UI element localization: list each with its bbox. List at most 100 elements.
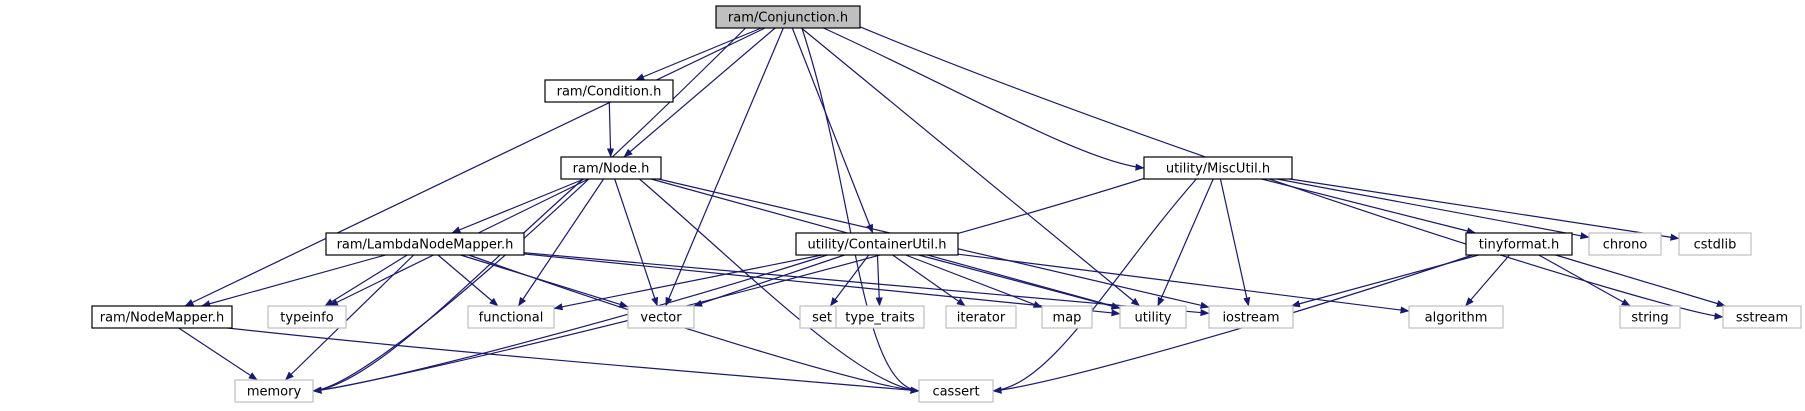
node-label-string: string (1631, 311, 1668, 326)
edge-node-to-vector (614, 178, 659, 307)
node-box-cstdlib (1678, 232, 1752, 256)
node-nm[interactable]: ram/NodeMapper.h (91, 305, 233, 329)
edge-conj-to-vector (665, 27, 784, 307)
edge-lnm-to-nm (201, 254, 386, 308)
edge-lnm-to-cassert (468, 254, 920, 394)
edge-cu-to-iterator (892, 254, 966, 307)
edge-node-to-functional (517, 178, 605, 307)
edge-lnm-to-functional (437, 254, 499, 307)
node-node[interactable]: ram/Node.h (560, 156, 662, 180)
edge-misc-to-chrono (1276, 178, 1590, 240)
node-box-map (1041, 305, 1093, 329)
node-label-typeinfo: typeinfo (280, 311, 333, 326)
node-label-memory: memory (247, 385, 302, 400)
node-box-iostream (1208, 305, 1294, 329)
edge-misc-to-iostream (1219, 178, 1251, 307)
node-label-misc: utility/MiscUtil.h (1166, 162, 1270, 177)
node-label-iostream: iostream (1222, 311, 1279, 326)
node-box-string (1619, 305, 1681, 329)
edge-conj-to-node (623, 27, 776, 158)
edge-cond-to-node (606, 101, 615, 158)
edge-misc-to-utility (1157, 178, 1214, 307)
node-box-node (560, 156, 662, 180)
node-label-utility: utility (1135, 311, 1172, 326)
node-label-set: set (812, 311, 832, 326)
node-box-tiny (1465, 232, 1573, 256)
node-label-vector: vector (640, 311, 682, 326)
edge-conj-to-memory (312, 27, 747, 394)
node-cstdlib: cstdlib (1678, 232, 1752, 256)
node-label-chrono: chrono (1603, 238, 1648, 253)
edge-nm-to-memory (178, 327, 258, 381)
edge-misc-to-tiny (1261, 178, 1476, 235)
node-box-cond (544, 79, 674, 103)
node-box-chrono (1588, 232, 1662, 256)
node-map: map (1041, 305, 1093, 329)
node-label-node: ram/Node.h (573, 162, 650, 177)
node-label-functional: functional (479, 311, 544, 326)
node-label-cond: ram/Condition.h (557, 85, 662, 100)
node-box-cu (795, 232, 959, 256)
edge-conj-to-utility (801, 27, 1141, 307)
node-label-type_traits: type_traits (845, 311, 915, 326)
edge-node-to-lnm (451, 178, 585, 234)
node-utility: utility (1119, 305, 1187, 329)
node-functional: functional (467, 305, 555, 329)
node-label-cassert: cassert (932, 385, 979, 400)
node-sstream: sstream (1722, 305, 1802, 329)
edge-conj-to-nm (184, 27, 766, 307)
node-typeinfo: typeinfo (267, 305, 347, 329)
node-conj[interactable]: ram/Conjunction.h (715, 5, 861, 29)
node-label-cstdlib: cstdlib (1694, 238, 1737, 253)
node-box-conj (715, 5, 861, 29)
node-iterator: iterator (945, 305, 1017, 329)
edge-cu-to-map (905, 254, 1043, 308)
edge-cu-to-algorithm (957, 253, 1410, 314)
node-cu[interactable]: utility/ContainerUtil.h (795, 232, 959, 256)
edge-cu-to-functional (553, 254, 822, 311)
edges-layer (178, 26, 1726, 394)
node-cassert: cassert (918, 379, 994, 403)
edge-lnm-to-utility (523, 253, 1121, 317)
node-algorithm: algorithm (1408, 305, 1504, 329)
node-box-type_traits (835, 305, 925, 329)
node-string: string (1619, 305, 1681, 329)
node-box-iterator (945, 305, 1017, 329)
node-box-functional (467, 305, 555, 329)
edge-node-to-cassert (639, 178, 920, 394)
node-box-misc (1143, 156, 1293, 180)
node-label-map: map (1053, 311, 1082, 326)
edge-tiny-to-string (1538, 254, 1631, 307)
node-box-vector (627, 305, 695, 329)
edge-cu-to-type_traits (875, 254, 883, 307)
edge-lnm-to-memory (284, 254, 415, 381)
node-box-memory (234, 379, 314, 403)
node-cond[interactable]: ram/Condition.h (544, 79, 674, 103)
edge-lnm-to-typeinfo (324, 254, 408, 307)
edge-lnm-to-vector (460, 254, 629, 308)
node-label-lnm: ram/LambdaNodeMapper.h (337, 238, 514, 253)
edge-conj-to-misc (823, 27, 1145, 171)
edge-conj-to-cassert (801, 27, 920, 394)
node-iostream: iostream (1208, 305, 1294, 329)
node-label-conj: ram/Conjunction.h (728, 11, 848, 26)
edge-tiny-to-sstream (1555, 254, 1726, 307)
node-label-algorithm: algorithm (1425, 311, 1488, 326)
node-box-typeinfo (267, 305, 347, 329)
node-box-utility (1119, 305, 1187, 329)
node-label-cu: utility/ContainerUtil.h (807, 238, 946, 253)
node-memory: memory (234, 379, 314, 403)
edge-nm-to-cassert (227, 327, 920, 394)
node-box-nm (91, 305, 233, 329)
node-box-cassert (918, 379, 994, 403)
node-tiny[interactable]: tinyformat.h (1465, 232, 1573, 256)
edge-conj-to-cond (635, 27, 762, 81)
node-vector: vector (627, 305, 695, 329)
edge-cu-to-utility (918, 254, 1121, 310)
node-label-nm: ram/NodeMapper.h (100, 311, 225, 326)
edge-cu-to-memory (312, 254, 828, 394)
node-lnm[interactable]: ram/LambdaNodeMapper.h (325, 232, 525, 256)
node-box-lnm (325, 232, 525, 256)
node-misc[interactable]: utility/MiscUtil.h (1143, 156, 1293, 180)
